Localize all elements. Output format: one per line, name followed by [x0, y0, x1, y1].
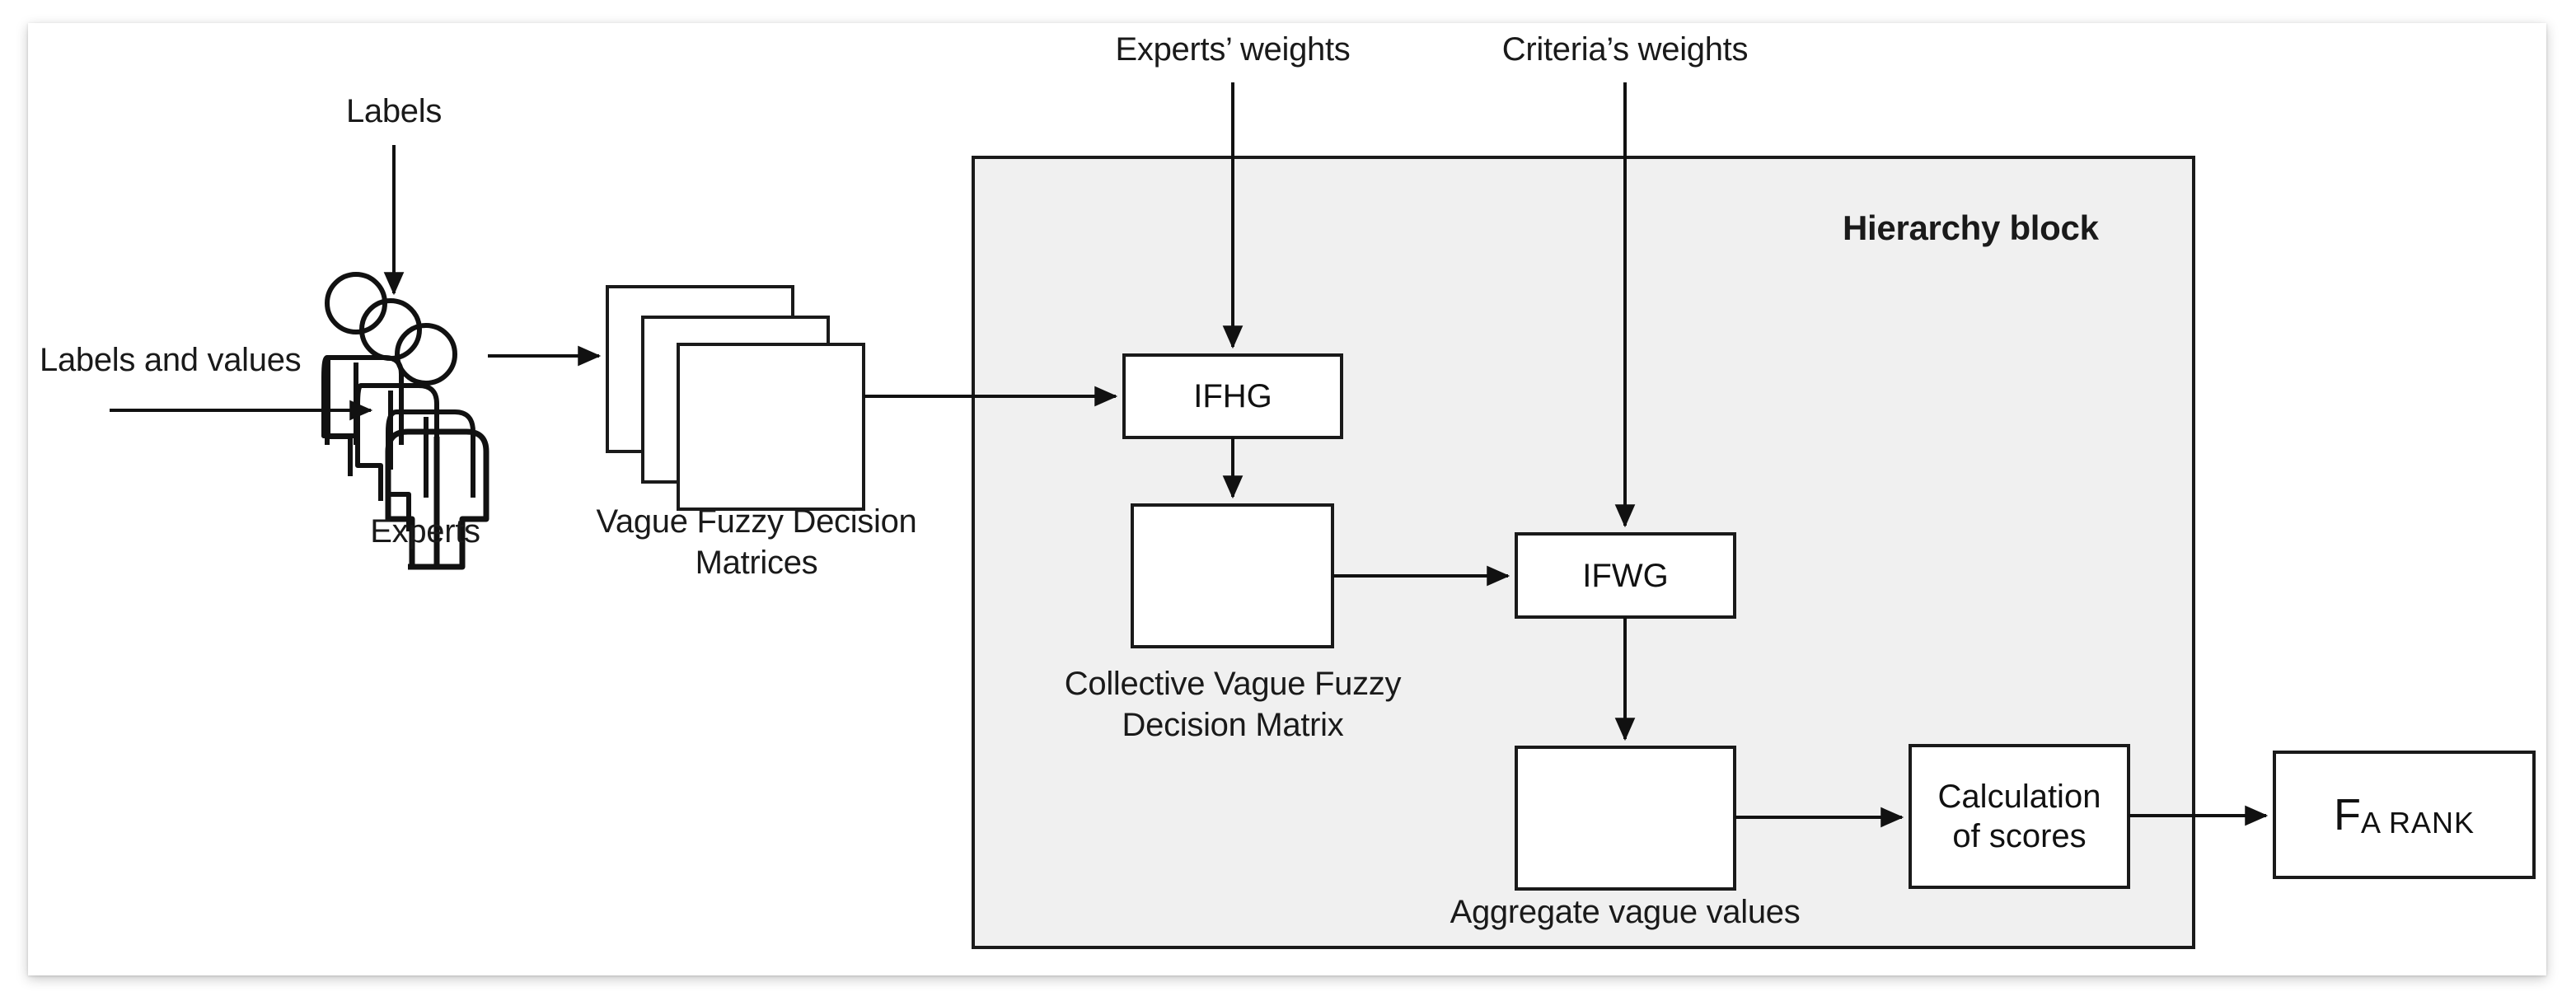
label-labels: Labels	[345, 93, 443, 129]
calculation-of-scores-box[interactable]	[1909, 744, 2130, 889]
caption-vague-fuzzy-decision-matrices: Vague Fuzzy Decision Matrices	[596, 503, 917, 581]
caption-collective-matrix: Collective Vague Fuzzy Decision Matrix	[1064, 666, 1402, 743]
ifwg-box[interactable]	[1515, 532, 1736, 619]
aggregate-vague-values-box	[1515, 746, 1736, 891]
ifhg-box[interactable]	[1122, 353, 1343, 439]
hierarchy-block-title: Hierarchy block	[1843, 208, 2099, 247]
vague-fuzzy-decision-matrices-stack	[606, 285, 865, 511]
label-criterias-weights: Criteria’s weights	[1501, 31, 1749, 68]
label-labels-and-values: Labels and values	[40, 342, 302, 378]
caption-aggregate-vague-values: Aggregate vague values	[1450, 894, 1801, 930]
label-experts-weights: Experts’ weights	[1115, 31, 1351, 68]
caption-experts: Experts	[370, 513, 480, 550]
experts-icon	[321, 272, 489, 570]
f-a-rank-box	[2273, 751, 2536, 879]
collective-matrix-box	[1131, 503, 1334, 648]
